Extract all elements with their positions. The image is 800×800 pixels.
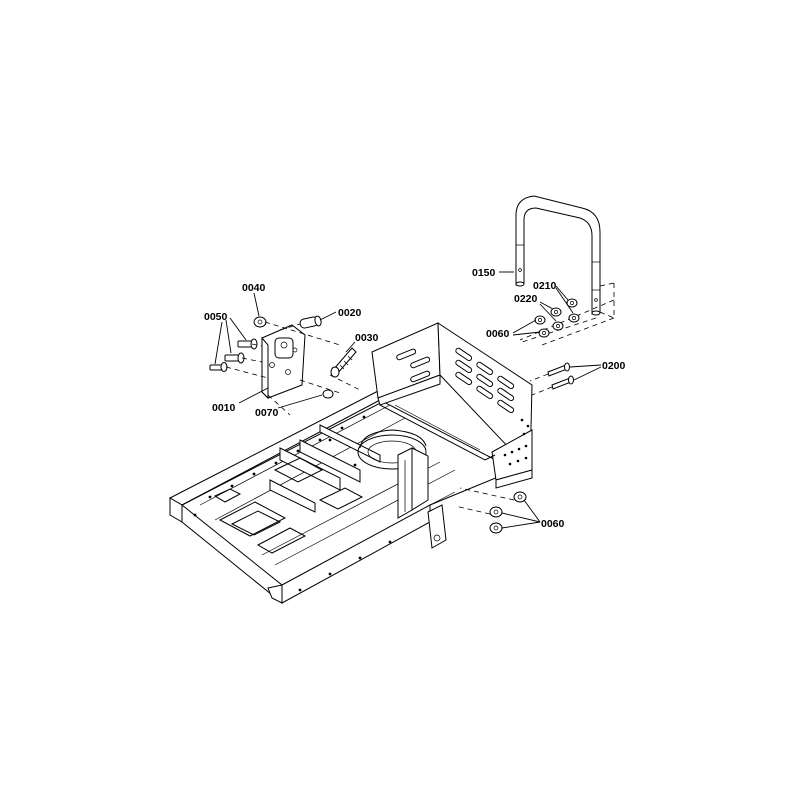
callout-0030: 0030 xyxy=(355,332,379,344)
callout-0060-lower: 0060 xyxy=(541,518,565,530)
callout-0200: 0200 xyxy=(602,360,626,372)
leader-lines xyxy=(214,271,602,529)
callout-0070: 0070 xyxy=(255,407,279,419)
hardware-0210-0220-0060 xyxy=(534,298,580,338)
left-bracket xyxy=(209,315,361,416)
callout-0050: 0050 xyxy=(204,311,228,323)
bushing-0020 xyxy=(299,315,322,329)
bolts-0050 xyxy=(209,338,258,372)
bolts-0200 xyxy=(529,362,574,396)
callout-labels: 0040 0020 0050 0030 0010 0070 0150 0210 … xyxy=(204,267,626,530)
callout-0020: 0020 xyxy=(338,307,362,319)
seat-pan xyxy=(371,322,533,489)
nut-0040 xyxy=(253,316,267,328)
callout-0060-upper: 0060 xyxy=(486,328,510,340)
callout-0150: 0150 xyxy=(472,267,496,279)
nuts-0060-lower xyxy=(454,487,527,534)
callout-0040: 0040 xyxy=(242,282,266,294)
callout-0010: 0010 xyxy=(212,402,236,414)
callout-0210: 0210 xyxy=(533,280,557,292)
bolt-0030 xyxy=(330,347,357,378)
pin-0070 xyxy=(322,389,334,399)
callout-0220: 0220 xyxy=(514,293,538,305)
main-frame xyxy=(168,389,517,605)
